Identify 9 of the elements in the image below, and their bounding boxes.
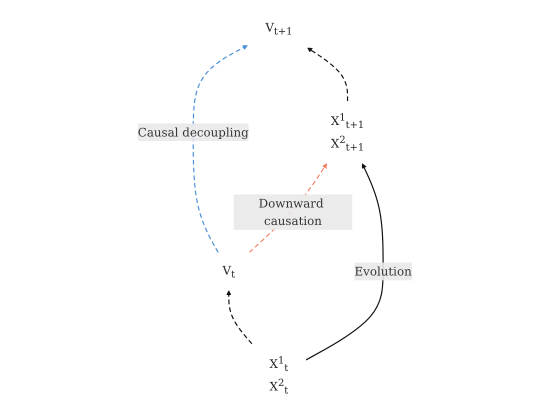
arrow bbox=[192, 45, 248, 253]
arrow bbox=[306, 163, 384, 360]
node-text: V$_{t}$ bbox=[222, 263, 236, 280]
node-text: V$_{t+1}$ bbox=[266, 20, 293, 38]
arrow bbox=[307, 47, 348, 102]
arrow bbox=[226, 290, 253, 344]
edge-label: Evolution bbox=[354, 264, 412, 279]
edge-label: Causal decoupling bbox=[138, 125, 249, 140]
edge-label: Downward causation bbox=[258, 196, 324, 228]
